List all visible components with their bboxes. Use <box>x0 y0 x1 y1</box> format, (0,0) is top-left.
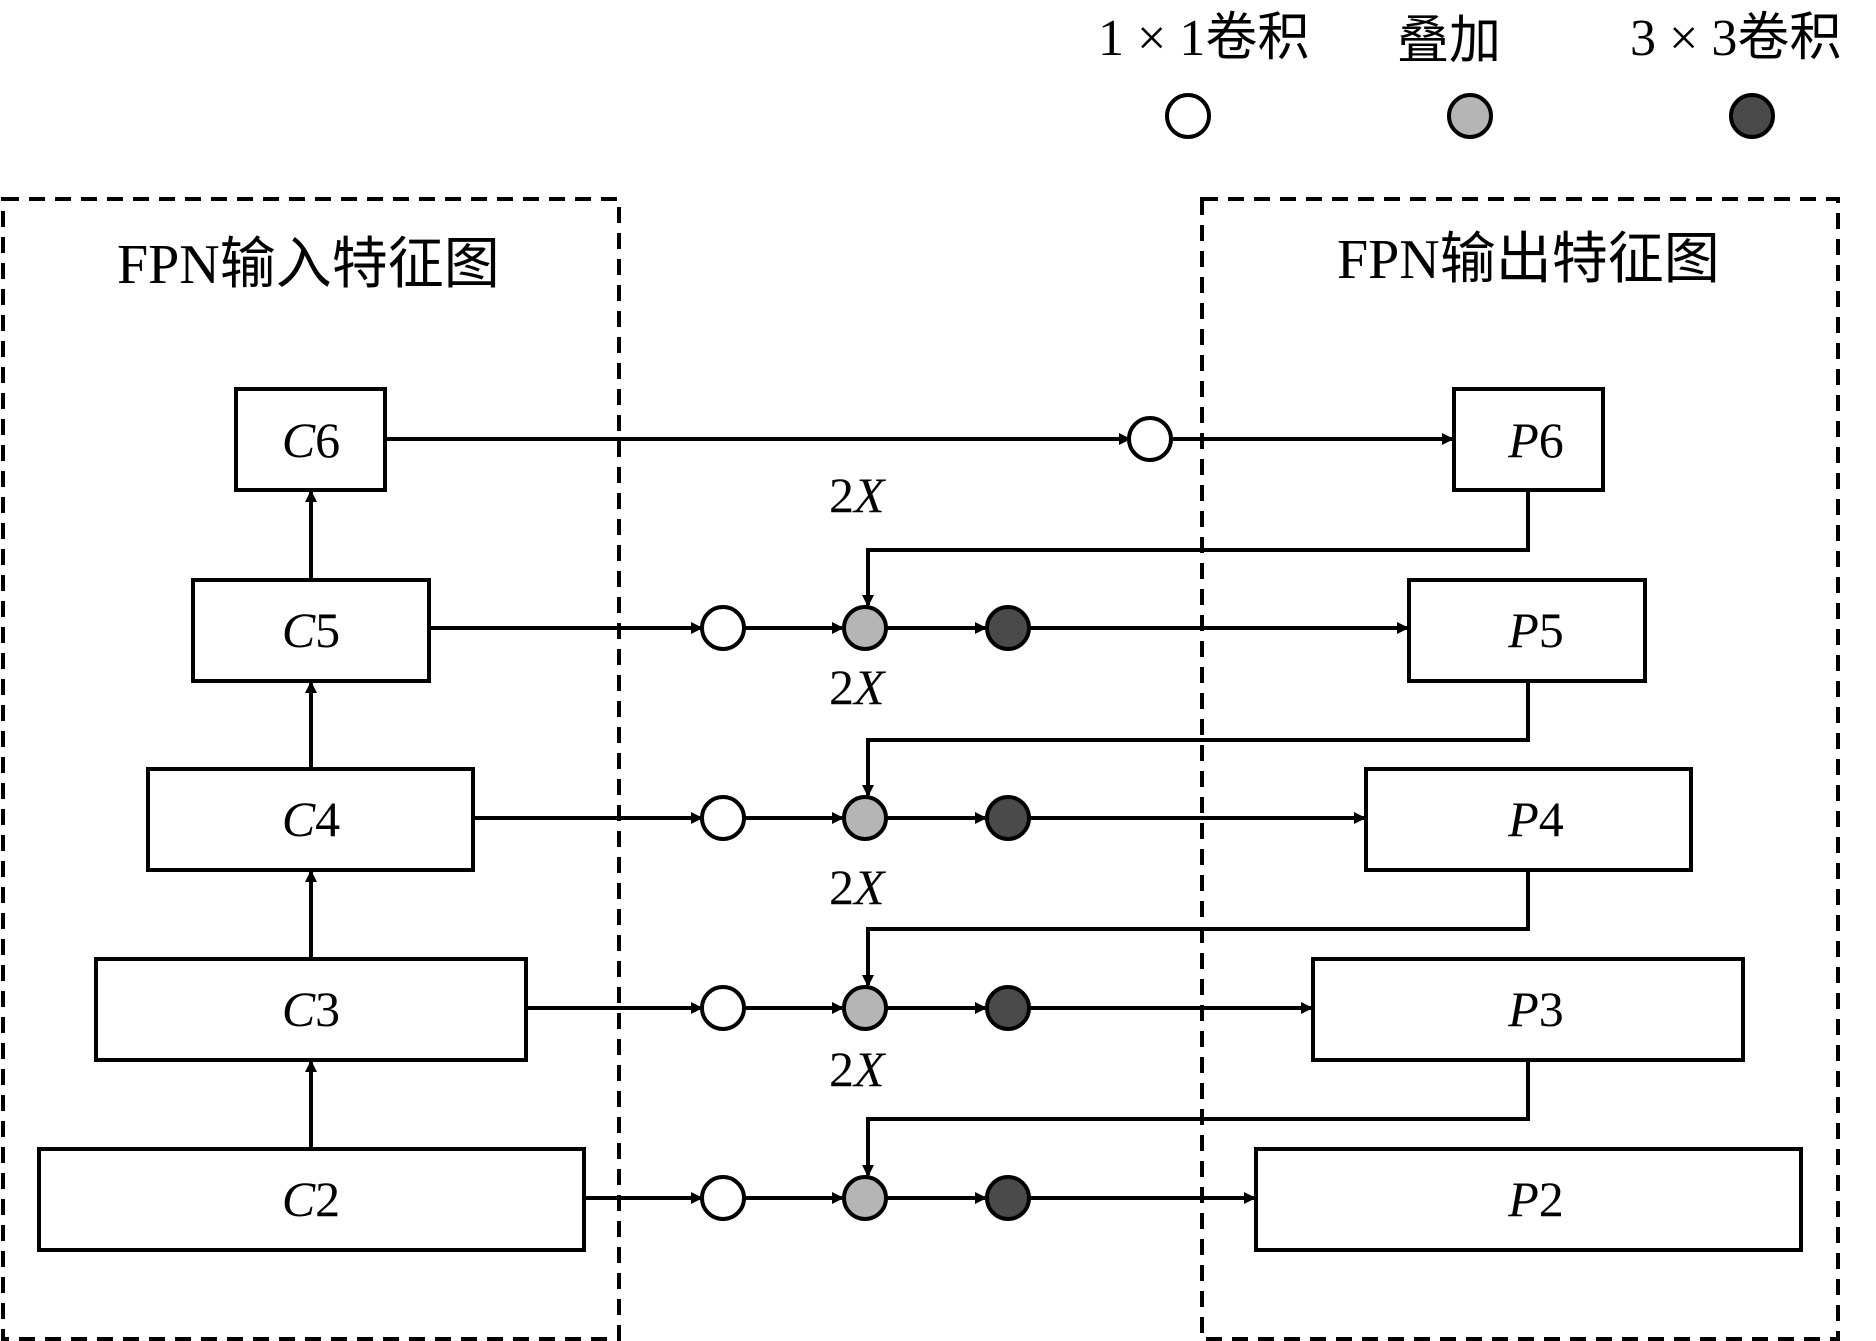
conv3x3-node-5 <box>985 605 1031 651</box>
conv3x3-node-4 <box>985 795 1031 841</box>
legend-conv3x3-icon <box>1729 93 1775 139</box>
legend-conv3x3-label: 3 × 3卷积 <box>1630 10 1841 67</box>
conv1x1-node-c5 <box>700 605 746 651</box>
box-p2-label: P2 <box>1507 1171 1564 1227</box>
row-c3-p3 <box>526 985 1313 1031</box>
box-p3-label: P3 <box>1507 981 1564 1037</box>
conv1x1-node-c3 <box>700 985 746 1031</box>
box-c2-label: C2 <box>282 1171 340 1227</box>
row-c6-p6 <box>385 416 1454 462</box>
legend-conv1x1-icon <box>1165 93 1211 139</box>
legend-add-label: 叠加 <box>1397 13 1501 70</box>
input-group-frame <box>1 197 621 1341</box>
upsample-path-p3-to-add2 <box>862 1060 1530 1177</box>
conv3x3-node-2 <box>985 1175 1031 1221</box>
box-p5 <box>1407 578 1647 683</box>
input-group-title: FPN输入特征图 <box>117 234 500 296</box>
conv1x1-node-c6 <box>1127 416 1173 462</box>
output-group-title: FPN输出特征图 <box>1337 229 1720 291</box>
box-p4 <box>1364 767 1693 872</box>
row-c5-p5 <box>429 605 1409 651</box>
legend-conv1x1-label: 1 × 1卷积 <box>1098 10 1309 67</box>
legend: 1 × 1卷积 叠加 3 × 3卷积 <box>1098 10 1841 139</box>
add-node-2 <box>842 1175 888 1221</box>
box-p3 <box>1311 957 1745 1062</box>
legend-add-icon <box>1447 93 1493 139</box>
box-p2 <box>1254 1147 1803 1252</box>
row-c2-p2 <box>584 1175 1256 1221</box>
output-boxes: P6 P5 P4 P3 P2 <box>1254 387 1803 1252</box>
box-p5-label: P5 <box>1507 602 1564 658</box>
add-node-4 <box>842 795 888 841</box>
output-group-frame <box>1200 197 1840 1341</box>
upsample-label-1: 2X <box>829 467 887 523</box>
add-node-5 <box>842 605 888 651</box>
box-c3 <box>94 957 528 1062</box>
row-c4-p4 <box>473 795 1366 841</box>
box-c4 <box>146 767 475 872</box>
top-down-paths: 2X 2X 2X 2X <box>829 467 1530 1177</box>
box-c5-label: C5 <box>282 602 340 658</box>
upsample-label-3: 2X <box>829 859 887 915</box>
box-p6-label: P6 <box>1507 412 1564 468</box>
upsample-path-p4-to-add3 <box>862 870 1530 987</box>
box-c4-label: C4 <box>282 791 340 847</box>
box-c3-label: C3 <box>282 981 340 1037</box>
upsample-label-2: 2X <box>829 659 887 715</box>
conv1x1-node-c4 <box>700 795 746 841</box>
conv1x1-node-c2 <box>700 1175 746 1221</box>
upsample-path-p5-to-add4 <box>862 681 1530 797</box>
upsample-label-4: 2X <box>829 1041 887 1097</box>
box-p4-label: P4 <box>1507 791 1564 847</box>
add-node-3 <box>842 985 888 1031</box>
upsample-path-p6-to-add5 <box>862 490 1530 607</box>
conv3x3-node-3 <box>985 985 1031 1031</box>
box-c6-label: C6 <box>282 412 340 468</box>
box-p6 <box>1452 387 1605 492</box>
